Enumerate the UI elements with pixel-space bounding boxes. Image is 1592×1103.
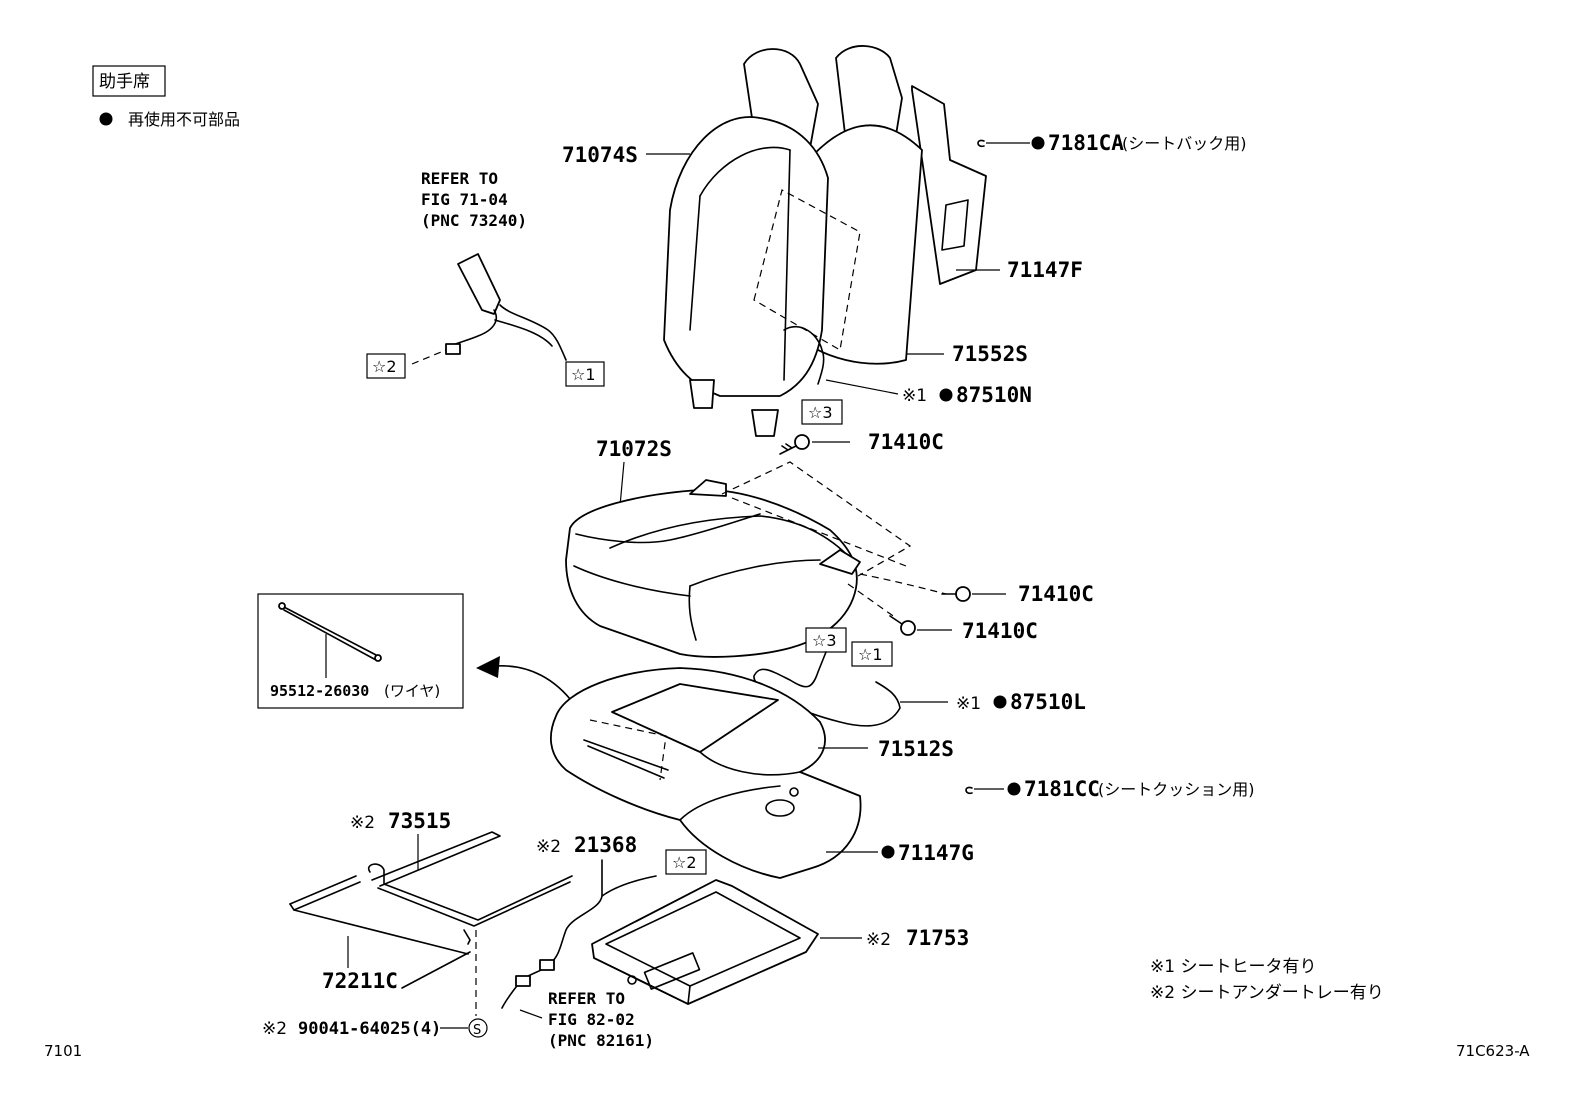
wire-frame-illustration xyxy=(289,831,573,989)
seat-label-box: 助手席 xyxy=(92,65,166,97)
nonreusable-bullet-icon xyxy=(1007,782,1021,796)
pre-73515: ※2 xyxy=(350,813,375,833)
seat-label: 助手席 xyxy=(99,72,150,92)
pre-87510N: ※1 xyxy=(902,386,927,406)
seatbelt-buckle-icon xyxy=(445,253,567,361)
pre-71753: ※2 xyxy=(866,930,891,950)
label-71147F: 71147F xyxy=(1007,258,1083,282)
connector-icon xyxy=(515,975,531,987)
note-7181CC: (シートクッション用) xyxy=(1098,780,1255,799)
label-71147G: 71147G xyxy=(898,841,974,865)
screw-icon xyxy=(889,615,916,636)
label-73515: 73515 xyxy=(388,809,451,833)
label-87510L: 87510L xyxy=(1010,690,1086,714)
clip-icon-cushion xyxy=(965,786,973,795)
under-tray-illustration xyxy=(591,879,819,1005)
ref-lower: REFER TO FIG 82-02 (PNC 82161) xyxy=(548,989,654,1050)
label-7181CA: 7181CA xyxy=(1048,131,1124,155)
connector-icon xyxy=(539,959,555,971)
clip-icon-back xyxy=(977,139,985,148)
ref-upper: REFER TO FIG 71-04 (PNC 73240) xyxy=(421,169,527,230)
seat-cushion-illustration xyxy=(565,479,861,658)
footer-left: 7101 xyxy=(44,1042,82,1060)
svg-text:☆1: ☆1 xyxy=(858,645,883,664)
label-71410C-b: 71410C xyxy=(1018,582,1094,606)
label-71410C-a: 71410C xyxy=(868,430,944,454)
cushion-frame-illustration xyxy=(550,667,862,879)
footer-right: 71C623-A xyxy=(1456,1042,1530,1060)
label-71512S: 71512S xyxy=(878,737,954,761)
svg-text:☆3: ☆3 xyxy=(812,631,837,650)
s-mark-icon xyxy=(468,1018,488,1038)
ref-upper-line3: (PNC 73240) xyxy=(421,211,527,230)
note-95512: (ワイヤ) xyxy=(384,682,440,700)
note-2: ※2 シートアンダートレー有り xyxy=(1150,983,1384,1003)
svg-text:☆3: ☆3 xyxy=(808,403,833,422)
label-71072S: 71072S xyxy=(596,437,672,461)
svg-text:S: S xyxy=(473,1023,481,1038)
ref-upper-line2: FIG 71-04 xyxy=(421,190,508,209)
note-7181CA: (シートバック用) xyxy=(1122,134,1247,153)
label-87510N: 87510N xyxy=(956,383,1032,407)
svg-text:☆2: ☆2 xyxy=(372,357,397,376)
label-72211C: 72211C xyxy=(322,969,398,993)
label-71410C-c: 71410C xyxy=(962,619,1038,643)
legend-nonreusable: 再使用不可部品 xyxy=(128,110,240,129)
pre-21368: ※2 xyxy=(536,837,561,857)
pre-87510L: ※1 xyxy=(956,694,981,714)
star2-marker-upper: ☆2 xyxy=(366,353,406,379)
star1-marker-upper: ☆1 xyxy=(565,361,605,387)
label-71552S: 71552S xyxy=(952,342,1028,366)
nonreusable-bullet-icon xyxy=(939,388,953,402)
svg-text:☆2: ☆2 xyxy=(672,853,697,872)
svg-text:☆1: ☆1 xyxy=(571,365,596,384)
seatback-illustration xyxy=(663,45,987,437)
ref-upper-line1: REFER TO xyxy=(421,169,498,188)
star1-marker-mid: ☆1 xyxy=(851,641,893,667)
star2-marker-lower: ☆2 xyxy=(665,849,707,875)
ref-lower-line2: FIG 82-02 xyxy=(548,1010,635,1029)
ref-lower-line1: REFER TO xyxy=(548,989,625,1008)
star3-marker-mid: ☆3 xyxy=(805,627,847,653)
note-1: ※1 シートヒータ有り xyxy=(1150,957,1316,977)
label-71753: 71753 xyxy=(906,926,969,950)
screw-icon xyxy=(779,434,810,455)
nonreusable-bullet-icon xyxy=(881,845,895,859)
pre-90041: ※2 xyxy=(262,1019,287,1039)
screw-icon xyxy=(941,586,971,602)
label-95512: 95512-26030 xyxy=(270,682,369,700)
nonreusable-bullet-icon xyxy=(99,112,113,126)
arrow-to-inset xyxy=(495,665,575,705)
wire-inset: 95512-26030 (ワイヤ) xyxy=(257,593,464,709)
label-21368: 21368 xyxy=(574,833,637,857)
ref-lower-line3: (PNC 82161) xyxy=(548,1031,654,1050)
nonreusable-bullet-icon xyxy=(993,695,1007,709)
label-71074S: 71074S xyxy=(562,143,638,167)
star3-marker-upper: ☆3 xyxy=(801,399,843,425)
switch-harness-branch xyxy=(601,875,657,897)
nonreusable-bullet-icon xyxy=(1031,136,1045,150)
arrow-head-icon xyxy=(476,656,500,678)
label-7181CC: 7181CC xyxy=(1024,777,1100,801)
label-90041: 90041-64025(4) xyxy=(298,1019,441,1039)
legend: 再使用不可部品 xyxy=(99,110,240,129)
